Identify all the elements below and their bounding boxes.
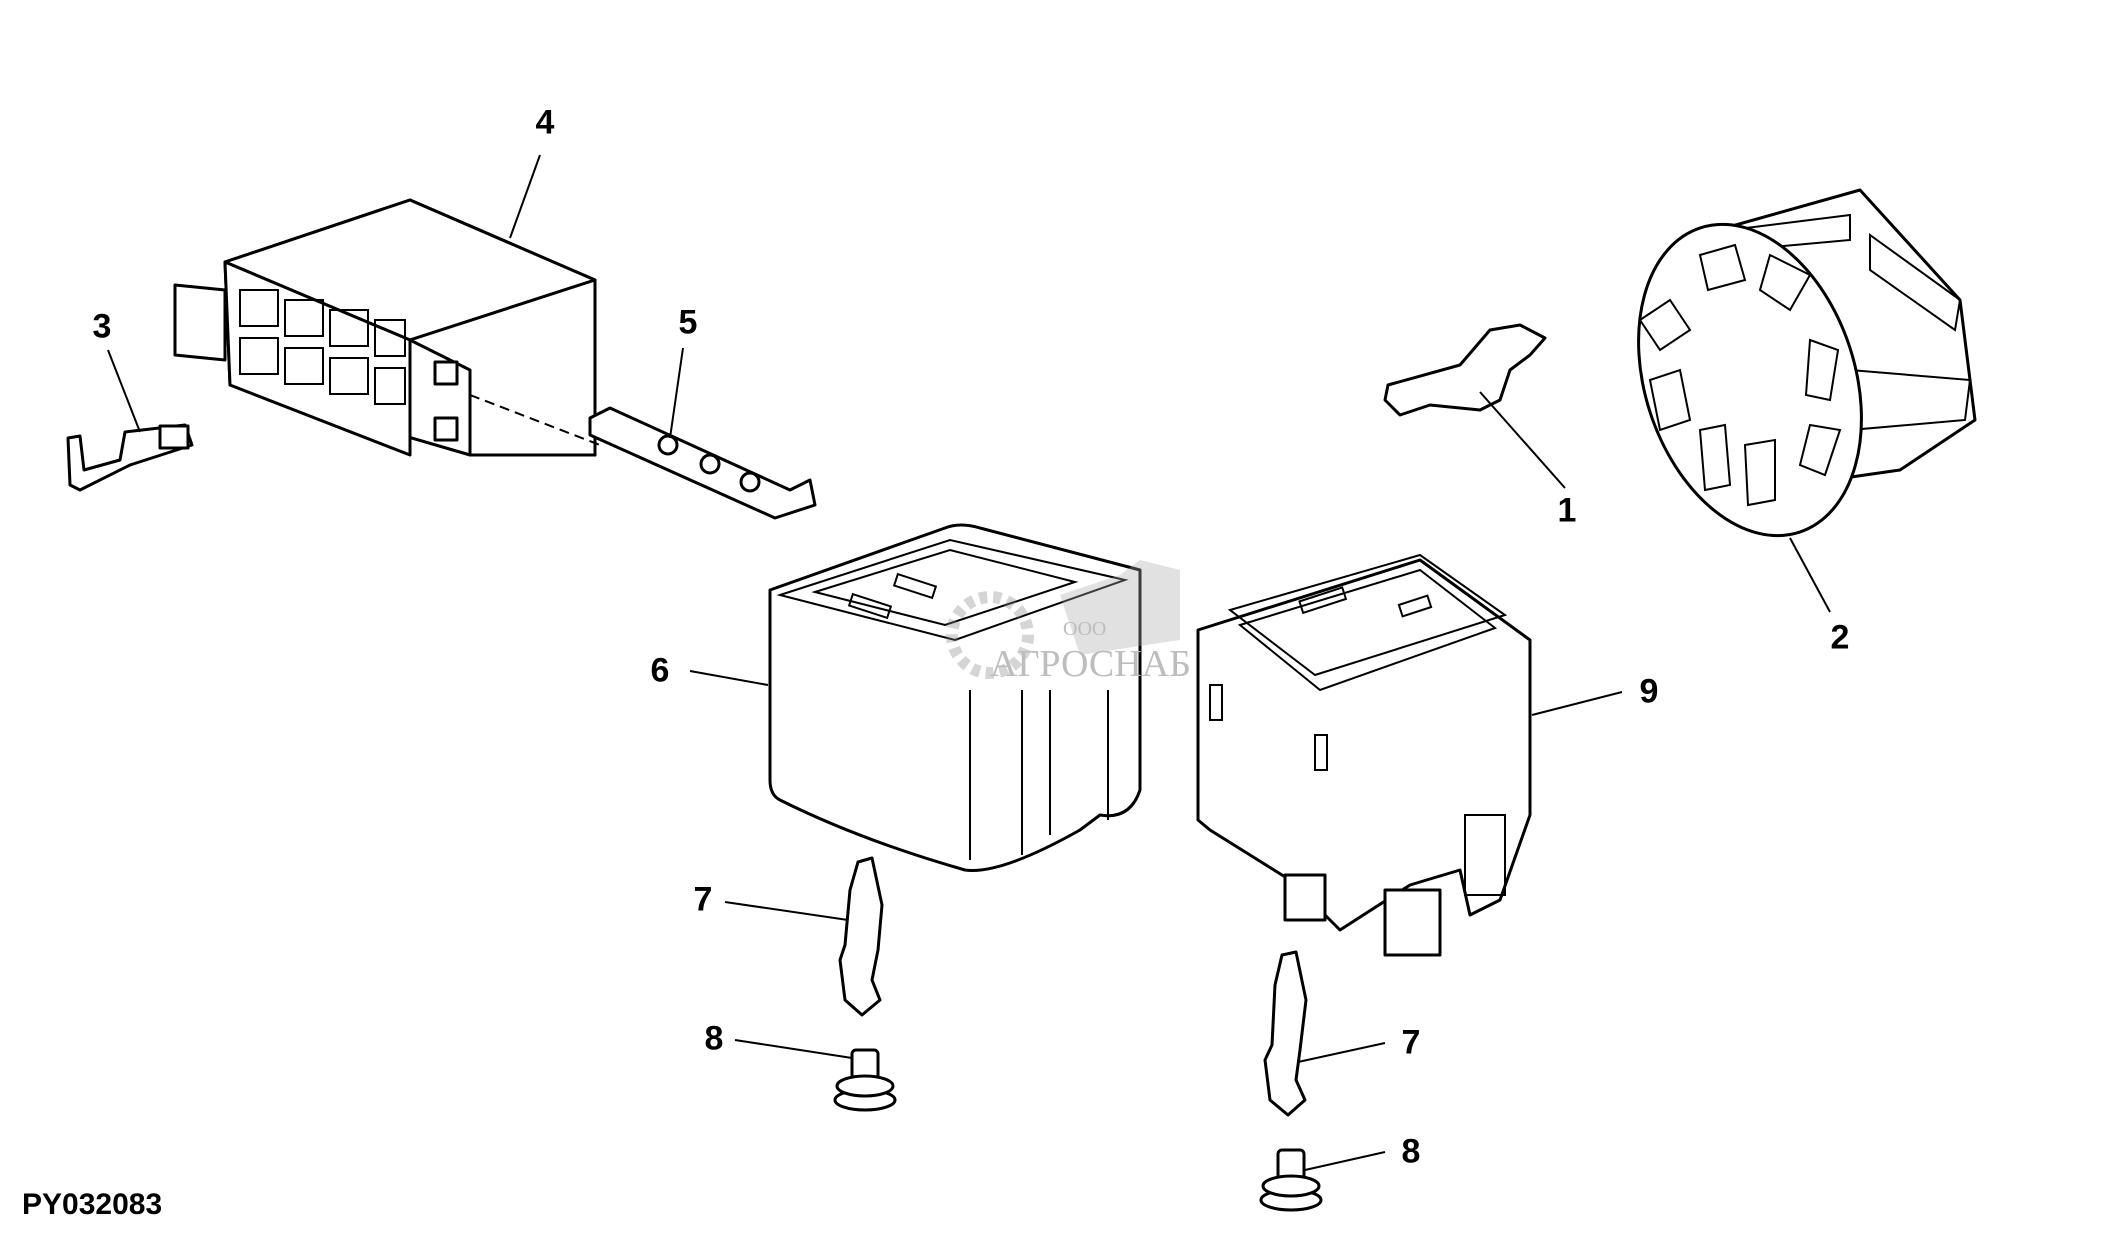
part-1-terminal bbox=[1383, 323, 1547, 417]
callout-1: 1 bbox=[1557, 491, 1577, 530]
callout-9: 9 bbox=[1639, 672, 1659, 711]
watermark-prefix: ООО bbox=[1063, 618, 1107, 640]
part-4-connector-housing bbox=[173, 198, 597, 457]
callout-2: 2 bbox=[1830, 618, 1850, 657]
assembly-line bbox=[469, 394, 601, 446]
part-8-seal-left bbox=[833, 1048, 897, 1112]
watermark-logo bbox=[946, 560, 1180, 679]
part-2-round-housing bbox=[1637, 188, 1977, 538]
leader-lines bbox=[107, 154, 1831, 1171]
part-3-terminal bbox=[66, 423, 194, 492]
callout-3: 3 bbox=[92, 307, 112, 346]
callout-5: 5 bbox=[678, 303, 698, 342]
part-5-locking-wedge bbox=[588, 406, 817, 520]
part-8-seal-right bbox=[1259, 1148, 1323, 1212]
part-7-terminal-left bbox=[838, 856, 884, 1017]
callout-8-right: 8 bbox=[1401, 1132, 1421, 1171]
figure-id: PY032083 bbox=[22, 1188, 163, 1221]
callout-8-left: 8 bbox=[704, 1019, 724, 1058]
callout-7-left: 7 bbox=[693, 880, 713, 919]
watermark-name: АГРОСНАБ bbox=[990, 643, 1191, 685]
part-6-cover bbox=[768, 523, 1142, 872]
part-9-relay-housing bbox=[1196, 553, 1532, 957]
callout-4: 4 bbox=[535, 103, 555, 142]
callout-7-right: 7 bbox=[1401, 1023, 1421, 1062]
callout-6: 6 bbox=[650, 651, 670, 690]
part-7-terminal-right bbox=[1263, 950, 1308, 1117]
